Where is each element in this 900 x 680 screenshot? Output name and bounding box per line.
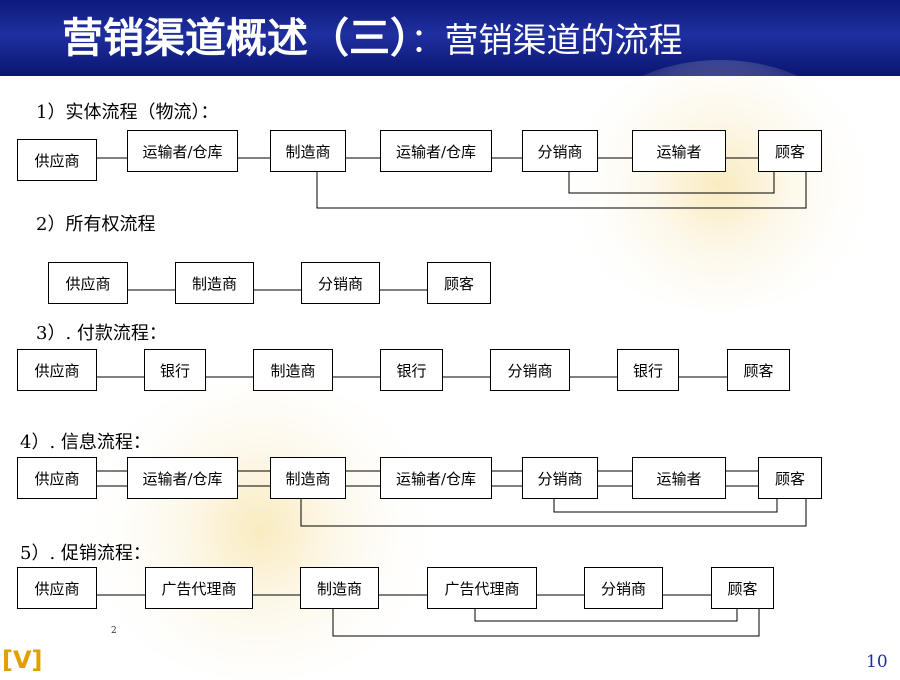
flow-box-distributor: 分销商 [301,262,380,304]
flow-box-transporter: 运输者 [632,130,726,172]
flow-box-supplier: 供应商 [17,139,97,181]
flow-box-transport-warehouse: 运输者/仓库 [127,130,238,172]
flow-box-distributor: 分销商 [584,567,663,609]
background-flower-left [80,380,440,680]
information-flow-label: 4）. 信息流程： [20,432,151,453]
flow-box-supplier: 供应商 [17,457,97,499]
flow-box-distributor: 分销商 [522,130,598,172]
flow-box-manufacturer: 制造商 [175,262,254,304]
flow-box-supplier: 供应商 [17,567,97,609]
flow-box-transport-warehouse: 运输者/仓库 [380,457,492,499]
flow-box-customer: 顾客 [758,130,822,172]
payment-flow-label: 3）. 付款流程： [36,323,167,344]
page-number: 10 [866,652,888,672]
tiny-mark: 2 [111,626,117,636]
flow-box-ad-agency: 广告代理商 [427,567,537,609]
title-main: 营销渠道概述（三） [62,14,411,62]
flow-box-customer: 顾客 [711,567,774,609]
title-sub: ：营销渠道的流程 [410,21,683,61]
flow-box-customer: 顾客 [727,349,790,391]
background-flower-top [560,60,880,310]
flow-box-bank: 银行 [617,349,679,391]
flow-box-manufacturer: 制造商 [253,349,333,391]
flow-box-customer: 顾客 [427,262,491,304]
flow-box-ad-agency: 广告代理商 [145,567,253,609]
flow-box-transport-warehouse: 运输者/仓库 [380,130,492,172]
flow-box-supplier: 供应商 [17,349,97,391]
flow-box-transport-warehouse: 运输者/仓库 [127,457,238,499]
flow-box-distributor: 分销商 [522,457,598,499]
flow-box-transporter: 运输者 [632,457,726,499]
ownership-flow-label: 2）所有权流程 [36,214,156,235]
flow-box-supplier: 供应商 [48,262,128,304]
flow-box-manufacturer: 制造商 [270,457,346,499]
flow-box-manufacturer: 制造商 [300,567,379,609]
flow-box-bank: 银行 [144,349,206,391]
flow-box-customer: 顾客 [758,457,822,499]
promotion-flow-label: 5）. 促销流程： [20,543,151,564]
flow-box-manufacturer: 制造商 [270,130,346,172]
flow-box-bank: 银行 [380,349,443,391]
physical-flow-label: 1）实体流程（物流）： [36,102,219,123]
slide-title: 营销渠道概述（三）：营销渠道的流程 [62,10,683,66]
flow-box-distributor: 分销商 [490,349,570,391]
logo: [V] [2,646,43,674]
